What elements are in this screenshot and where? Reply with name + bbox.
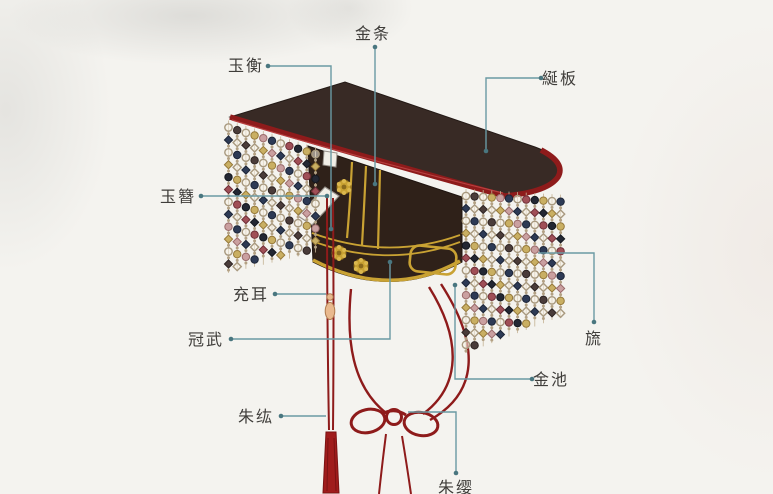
label-jin-chi: 金池 xyxy=(533,371,569,389)
tassel-strand xyxy=(326,437,329,492)
label-zhu-ying: 朱缨 xyxy=(438,479,474,494)
tassel-strand xyxy=(333,437,337,492)
gold-strip-3 xyxy=(376,169,382,250)
yan-ban-board xyxy=(228,81,563,199)
bead-strand xyxy=(529,193,540,327)
bead-strand xyxy=(512,192,523,334)
leader-yan-ban xyxy=(485,77,541,151)
label-guan-wu: 冠武 xyxy=(188,331,224,349)
bead-strand xyxy=(275,136,286,261)
label-yu-zan: 玉簪 xyxy=(160,188,196,206)
bead-strand xyxy=(266,133,278,263)
bead-strand xyxy=(284,139,295,259)
strap-right-outer xyxy=(429,283,470,422)
bead-strand xyxy=(293,141,303,257)
bead-strand xyxy=(478,190,489,347)
label-liu: 旒 xyxy=(585,330,603,348)
leader-guan-wu xyxy=(231,262,391,340)
label-chong-er: 充耳 xyxy=(233,286,269,304)
cap xyxy=(297,145,463,282)
bead-strand xyxy=(555,194,566,319)
leader-yu-heng xyxy=(268,65,332,229)
strap-right-inner xyxy=(422,286,454,415)
annotations: 金条 玉衡 綖板 玉簪 充耳 冠武 朱纮 旒 金池 朱缨 xyxy=(160,25,603,494)
board-red-trim xyxy=(229,114,563,199)
bead-strand xyxy=(232,123,243,272)
bead-strand xyxy=(310,147,321,253)
label-jin-tiao: 金条 xyxy=(355,25,391,43)
bead-strand xyxy=(258,131,269,265)
bead-strand xyxy=(538,193,549,324)
bead-strand xyxy=(469,189,480,350)
bead-strand xyxy=(249,128,260,267)
bead-curtain-right xyxy=(461,189,566,353)
jin-chi-plaque xyxy=(408,244,458,276)
gold-strip-2 xyxy=(360,165,368,246)
rosette-3 xyxy=(353,258,369,274)
cords xyxy=(322,197,470,494)
bead-strand xyxy=(547,194,557,320)
leader-jin-chi xyxy=(454,285,532,380)
chong-er-bead xyxy=(324,302,336,320)
leader-zhu-ying xyxy=(408,411,457,473)
bead-strand xyxy=(241,125,251,269)
label-yan-ban: 綖板 xyxy=(542,70,578,88)
bead-strand xyxy=(223,120,234,273)
tassel xyxy=(322,431,340,494)
label-yu-heng: 玉衡 xyxy=(228,57,264,75)
bead-strand xyxy=(301,144,312,255)
strap-tail-left xyxy=(378,433,387,494)
chong-er-bead-small xyxy=(326,293,334,301)
bead-strand xyxy=(495,191,506,340)
bead-strand xyxy=(461,189,471,353)
rosette-1 xyxy=(336,179,352,195)
strap-left xyxy=(348,288,387,414)
label-zhu-hong: 朱纮 xyxy=(238,408,274,426)
cap-band-top xyxy=(311,232,461,249)
leader-liu xyxy=(538,252,595,322)
gold-strip-1 xyxy=(345,161,354,239)
bead-strand xyxy=(503,191,515,337)
cap-bottom-rim xyxy=(312,258,461,282)
bead-curtain-left xyxy=(223,120,321,273)
board-trim-highlight xyxy=(231,119,504,194)
bead-strand xyxy=(521,192,532,330)
bow-knot xyxy=(349,407,440,438)
bead-strand xyxy=(486,190,497,344)
yu-zan-hairpin-top xyxy=(322,150,338,168)
strap-tail-right xyxy=(401,435,412,494)
